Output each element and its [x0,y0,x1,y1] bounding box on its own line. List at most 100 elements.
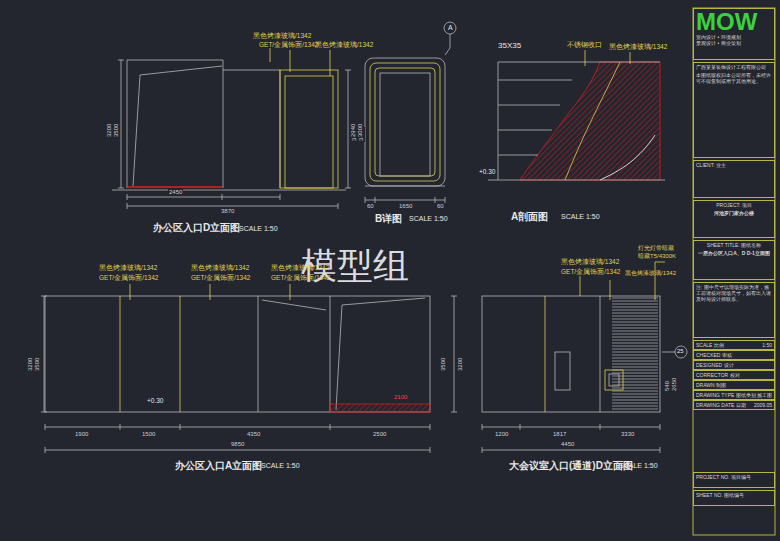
louver-slat [612,364,658,365]
dimension: 1817 [552,431,567,438]
annotation: GET/金属饰面/1342 [98,274,159,281]
dimension: 2940 [350,123,357,138]
cell-heading: 注: 图中尺寸以现场实际为准，施工前请核对现场尺寸，如有出入请及时与设计师联系。 [696,284,772,302]
louver-slat [612,328,658,329]
cell-heading: SCALE 比例 [696,342,724,348]
client-cell: CLIENT: 业主 [693,160,775,198]
annotation: 黑色烤漆玻璃/1342 [560,258,620,265]
designed-row: DESIGNED 设计 [693,360,775,370]
louver-slat [612,304,658,305]
notes-cell: 注: 图中尺寸以现场实际为准，施工前请核对现场尺寸，如有出入请及时与设计师联系。 [693,282,775,338]
annotation: 黑色烤漆玻璃/1342 [608,43,668,50]
louver-slat [612,307,658,308]
annotation: 不锈钢收口 [566,41,603,48]
annotation: 黑色烤漆玻璃/1342 [314,41,374,48]
drawing-title: B详图 [374,213,403,224]
louver-slat [612,298,658,299]
company-cell: 广西某某装饰设计工程有限公司本图纸版权归本公司所有，未经许可不得复制或用于其他用… [693,62,775,158]
a-elevation [41,284,457,453]
logo-tagline: 室内设计 • 环境规划 [696,34,772,40]
sheet-title-cell: SHEET TITLE: 图纸名称一层办公区入口A、D D-1立面图 [693,240,775,280]
dimension: 3000 [357,123,364,138]
dimension: 4450 [560,441,575,448]
louver-slat [612,352,658,353]
louver-slat [612,409,658,410]
louver-slat [612,322,658,323]
scale-note: SCALE 1:50 [260,462,301,470]
a-section [488,50,665,180]
louver-slat [612,349,658,350]
section-marker: 25 [676,348,685,355]
annotation: 暗藏T5/4300K [637,253,677,260]
drawing-title: 大会议室入口(通道)D立面图 [508,460,634,471]
louver-slat [612,388,658,389]
cell-heading: PROJECT NO. 项目编号 [696,474,772,480]
cell-heading: DRAWING DATE 日期 [696,402,746,408]
level-mark: +0.30 [478,168,496,175]
b-detail [365,22,456,203]
dimension: 9850 [230,441,245,448]
cell-value: 河池罗门家办公楼 [696,210,772,216]
date-row: DRAWING DATE 日期2009.05 [693,400,775,410]
profile-size: 35X35 [497,42,522,51]
conference-elevation [482,262,687,453]
scale-note: SCALE 1:50 [238,225,279,233]
louver-slat [612,406,658,407]
cell-value: 施工图 [757,392,772,398]
logo-tagline: 景观设计 • 商业策划 [696,40,772,46]
dimension: 540 [664,380,671,392]
scale-note: SCALE 1:50 [408,215,449,223]
dimension: 2450 [168,189,183,196]
louver-slat [612,397,658,398]
drawn-row: DRAWN 制图 [693,380,775,390]
louver-slat [612,346,658,347]
drawing-title: 办公区入口A立面图 [174,460,263,471]
dimension: 3870 [220,208,235,215]
cell-heading: CHECKED 审核 [696,352,732,358]
louver-slat [612,325,658,326]
scale-row: SCALE 比例 1:50 [693,340,775,350]
annotation: 黑色烤漆玻璃/1342 [624,270,677,277]
project-no-cell: PROJECT NO. 项目编号 [693,472,775,488]
cell-heading: 广西某某装饰设计工程有限公司 [696,64,772,70]
louver-slat [612,337,658,338]
annotation: GET/金属饰面/1342 [560,268,621,275]
cell-value: 1:50 [762,342,772,348]
dimension: 3500 [34,357,41,372]
louver-slat [612,313,658,314]
type-row: DRAWING TYPE 图纸类别施工图 [693,390,775,400]
cell-heading: SHEET NO. 图纸编号 [696,492,772,498]
annotation: 黑色烤漆玻璃/1342 [270,264,330,271]
sheet-no-cell: SHEET NO. 图纸编号 [693,490,775,506]
louver-slat [612,340,658,341]
dimension: 3330 [620,431,635,438]
louver-slat [612,403,658,404]
louver-slat [612,334,658,335]
cell-heading: PROJECT: 项目 [696,202,772,208]
annotation: GET/金属饰面/1342 [258,41,319,48]
cell-heading: CORRECTOR 校对 [696,372,740,378]
drawing-title: 办公区入口D立面图 [152,222,241,233]
title-block-frame [693,8,775,535]
dimension: 1900 [74,431,89,438]
louver-slat [612,373,658,374]
scale-note: SCALE 1:50 [618,462,659,470]
dimension: 4350 [246,431,261,438]
dimension: 1500 [141,431,156,438]
louver-slat [612,319,658,320]
annotation: GET/金属饰面/1342 [190,274,251,281]
level-mark: +0.30 [146,397,164,404]
dimension: 3200 [106,123,113,138]
dimension: 60 [366,203,375,210]
annotation: 黑色烤漆玻璃/1342 [252,32,312,39]
louver-slat [612,391,658,392]
louver-slat [612,400,658,401]
louver-slat [612,316,658,317]
dimension: 2100 [393,394,408,401]
corrector-row: CORRECTOR 校对 [693,370,775,380]
dimension: 2500 [372,431,387,438]
louver-slat [612,367,658,368]
dimension: 2650 [671,377,678,392]
louver-slat [612,358,658,359]
annotation: GET/金属饰面/1342 [270,274,331,281]
